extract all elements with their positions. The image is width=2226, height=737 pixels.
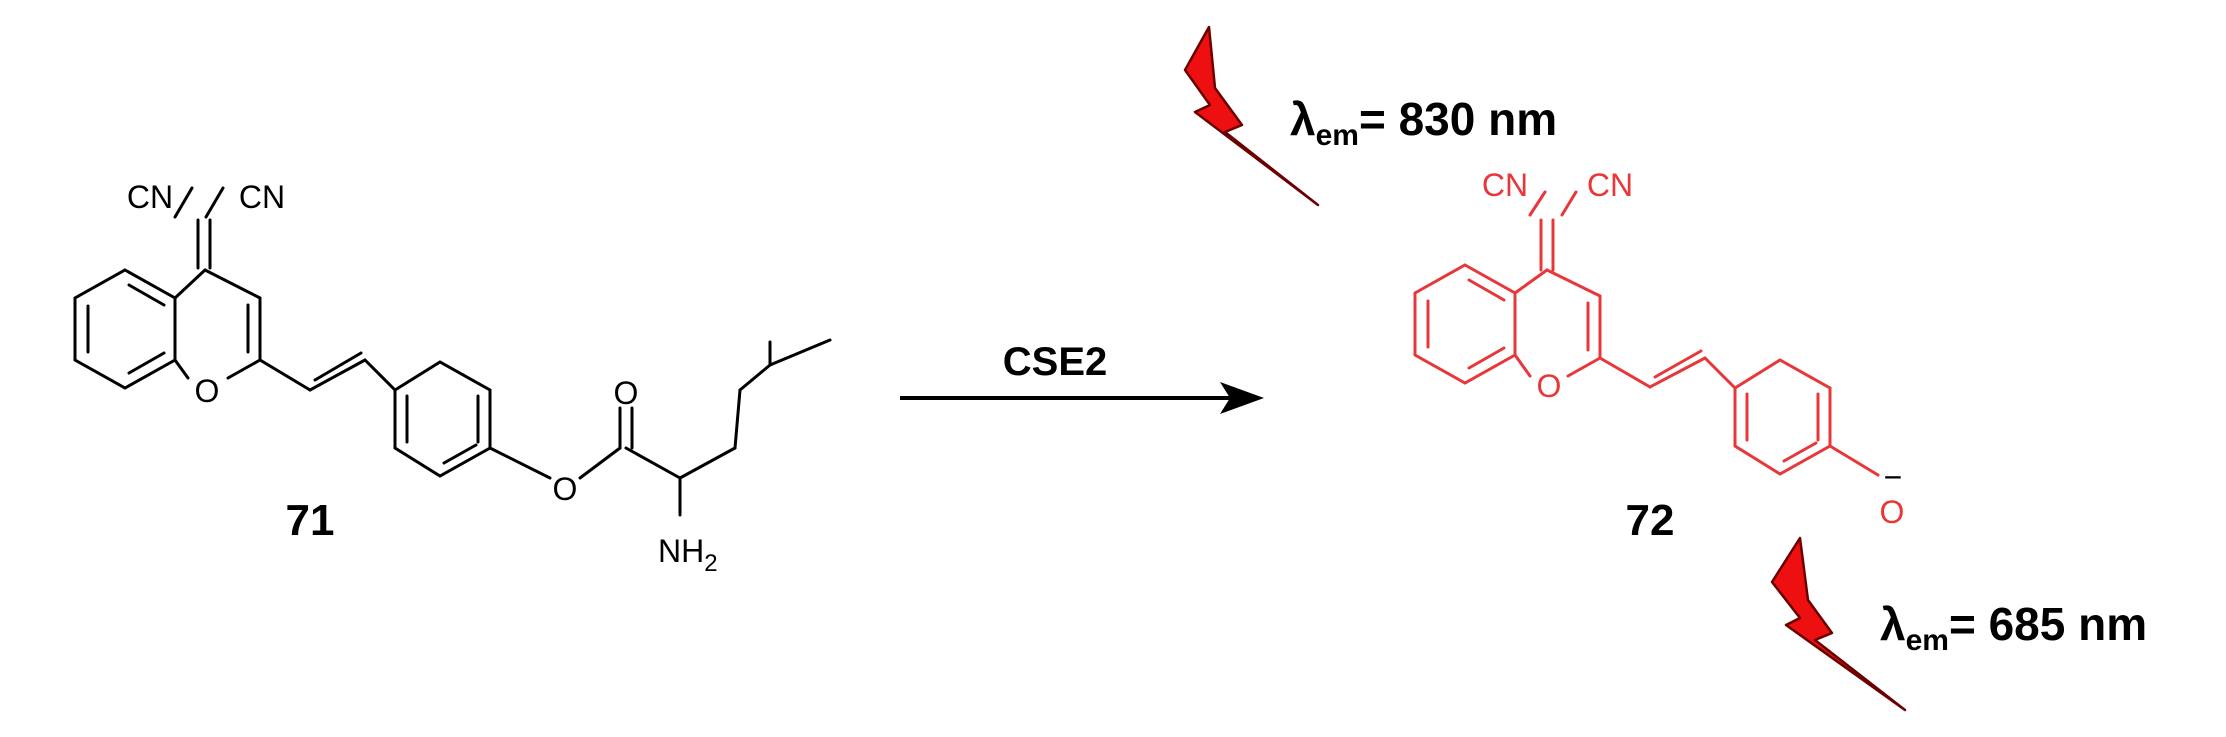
lightning-bolt-icon <box>1770 536 1907 712</box>
compound-71-ester-oxygen: O <box>553 471 578 507</box>
compound-71-structure <box>73 186 832 517</box>
compound-71-cn-right: CN <box>239 179 285 215</box>
compound-71-label: 71 <box>286 496 335 545</box>
emission-lambda-685: λ <box>1880 598 1906 650</box>
compound-72-structure <box>1413 190 1880 477</box>
emission-sub-685: em <box>1906 624 1949 657</box>
compound-72-ring-oxygen: O <box>1537 368 1562 404</box>
compound-71-amine-nh: NH <box>658 533 704 569</box>
emission-sub-830: em <box>1316 119 1359 152</box>
emission-value-685: = 685 nm <box>1949 598 2147 650</box>
compound-71-amine-subscript: 2 <box>704 550 717 577</box>
compound-72-cn-left: CN <box>1482 167 1528 203</box>
reaction-arrow <box>900 382 1264 414</box>
emission-value-830: = 830 nm <box>1359 93 1557 145</box>
compound-71-ring-oxygen: O <box>195 373 220 409</box>
compound-72-cn-right: CN <box>1587 167 1633 203</box>
compound-71-amine: NH2 <box>658 533 718 577</box>
emission-label-830: λem= 830 nm <box>1290 93 1557 152</box>
compound-72-negative-charge: − <box>1884 459 1903 495</box>
compound-71-cn-left: CN <box>127 179 173 215</box>
emission-lambda-830: λ <box>1290 93 1316 145</box>
compound-71-carbonyl-oxygen: O <box>614 375 639 411</box>
compound-72-label: 72 <box>1626 496 1675 545</box>
emission-label-685: λem= 685 nm <box>1880 598 2147 657</box>
compound-72-phenoxide-oxygen: O <box>1880 494 1905 530</box>
lightning-bolt-icon <box>1183 25 1320 207</box>
reaction-condition: CSE2 <box>1003 340 1108 384</box>
